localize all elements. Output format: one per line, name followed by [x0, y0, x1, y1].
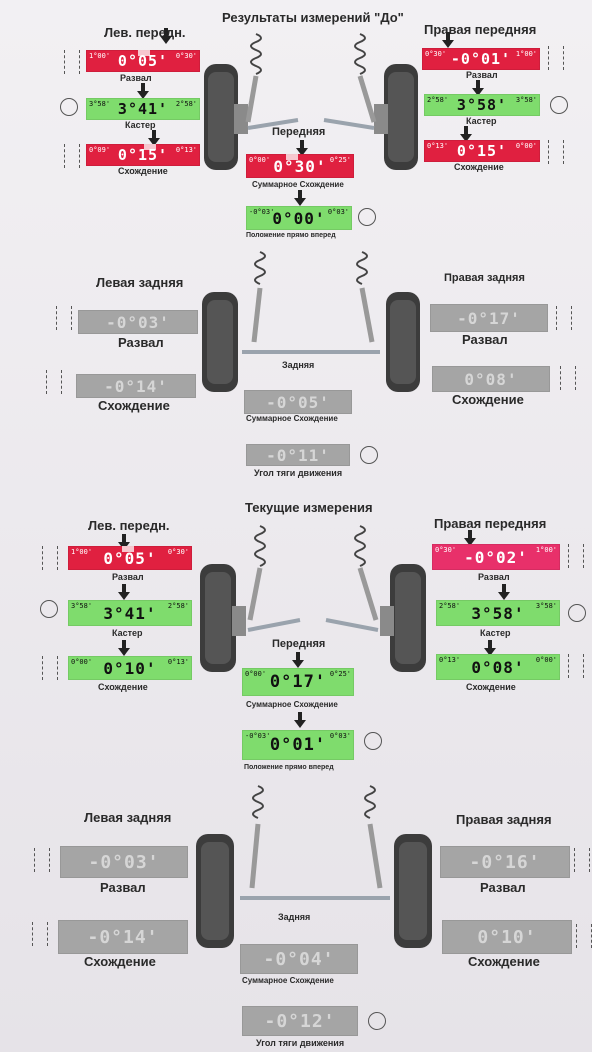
- rr-camber-box: -0°17': [430, 304, 548, 332]
- rr-toe-box: 0°10': [442, 920, 572, 954]
- toe-icon: [568, 654, 584, 678]
- thrust-angle-box: -0°11': [246, 444, 350, 466]
- section-current-title: Текущие измерения: [245, 500, 373, 515]
- thrust-angle-box: -0°12': [242, 1006, 358, 1036]
- front-left-title: Лев. передн.: [88, 518, 170, 533]
- straight-ahead-label: Положение прямо вперед: [244, 764, 334, 771]
- caster-icon: [60, 98, 78, 116]
- fr-toe-box: 0°13' 0°00' 0°15': [424, 140, 540, 162]
- thrust-icon: [360, 446, 378, 464]
- rl-camber-box: -0°03': [78, 310, 198, 334]
- fl-toe-label: Схождение: [118, 166, 168, 176]
- toe-icon: [42, 656, 58, 680]
- fl-camber-label: Развал: [112, 572, 144, 582]
- rear-suspension-illustration: [202, 251, 420, 392]
- toe-icon: [64, 144, 80, 168]
- front-axle-title: Передняя: [272, 126, 326, 138]
- camber-icon: [64, 50, 80, 74]
- rl-toe-label: Схождение: [84, 954, 156, 969]
- fr-caster-label: Кастер: [480, 628, 511, 638]
- rl-camber-box: -0°03': [60, 846, 188, 878]
- fl-toe-box: 0°00' 0°13' 0°10': [68, 656, 192, 680]
- fl-camber-label: Развал: [120, 73, 152, 83]
- fr-toe-label: Схождение: [454, 162, 504, 172]
- front-total-toe-label: Суммарное Схождение: [252, 180, 344, 189]
- rear-total-toe-label: Суммарное Схождение: [242, 976, 334, 985]
- front-right-title: Правая передняя: [424, 22, 537, 37]
- toe-icon: [548, 140, 564, 164]
- camber-icon: [574, 848, 590, 872]
- rr-camber-label: Развал: [480, 880, 526, 895]
- fr-camber-label: Развал: [466, 70, 498, 80]
- front-left-title: Лев. передн.: [104, 25, 186, 40]
- fl-caster-label: Кастер: [125, 120, 156, 130]
- camber-icon: [42, 546, 58, 570]
- steering-wheel-icon: [358, 208, 376, 226]
- fl-caster-label: Кастер: [112, 628, 143, 638]
- rear-axle-title: Задняя: [278, 912, 311, 922]
- rr-toe-label: Схождение: [468, 954, 540, 969]
- fr-camber-box: 0°30' 1°00' -0°01': [422, 48, 540, 70]
- fl-toe-box: 0°09' 0°13' 0°15': [86, 144, 200, 166]
- fr-camber-box: 0°30' 1°00' -0°02': [432, 544, 560, 570]
- toe-icon: [576, 924, 592, 948]
- toe-icon: [46, 370, 62, 394]
- camber-icon: [34, 848, 50, 872]
- straight-ahead-box: -0°03' 0°03' 0°00': [246, 206, 352, 230]
- fr-caster-box: 2°58' 3°58' 3°58': [424, 94, 540, 116]
- rear-total-toe-label: Суммарное Схождение: [246, 414, 338, 423]
- fl-caster-box: 3°58' 2°58' 3°41': [86, 98, 200, 120]
- fl-toe-label: Схождение: [98, 682, 148, 692]
- rr-toe-box: 0°08': [432, 366, 550, 392]
- rl-toe-box: -0°14': [76, 374, 196, 398]
- rear-right-title: Правая задняя: [444, 272, 525, 284]
- fr-caster-label: Кастер: [466, 116, 497, 126]
- fl-camber-box: 1°00' 0°30' 0°05': [68, 546, 192, 570]
- rear-axle-title: Задняя: [282, 360, 315, 370]
- camber-icon: [568, 544, 584, 568]
- rl-toe-label: Схождение: [98, 398, 170, 413]
- straight-ahead-label: Положение прямо вперед: [246, 232, 336, 239]
- camber-icon: [548, 46, 564, 70]
- rear-total-toe-box: -0°05': [244, 390, 352, 414]
- toe-icon: [560, 366, 576, 390]
- front-axle-title: Передняя: [272, 638, 326, 650]
- rear-right-title: Правая задняя: [456, 812, 552, 827]
- rr-camber-box: -0°16': [440, 846, 570, 878]
- fr-toe-label: Схождение: [466, 682, 516, 692]
- fl-camber-box: 1°00' 0°30' 0°05': [86, 50, 200, 72]
- front-right-title: Правая передняя: [434, 516, 547, 531]
- thrust-angle-label: Угол тяги движения: [254, 468, 343, 478]
- caster-icon: [550, 96, 568, 114]
- caster-icon: [40, 600, 58, 618]
- camber-icon: [556, 306, 572, 330]
- section-before-title: Результаты измерений "До": [222, 10, 404, 25]
- rr-camber-label: Развал: [462, 332, 508, 347]
- rear-left-title: Левая задняя: [84, 810, 172, 825]
- rl-camber-label: Развал: [118, 335, 164, 350]
- front-suspension-illustration: [204, 33, 418, 170]
- thrust-angle-label: Угол тяги движения: [256, 1038, 345, 1048]
- front-total-toe-box: 0°00' 0°25' 0°30': [246, 154, 354, 178]
- caster-icon: [568, 604, 586, 622]
- fl-caster-box: 3°58' 2°58' 3°41': [68, 600, 192, 626]
- rear-total-toe-box: -0°04': [240, 944, 358, 974]
- front-suspension-illustration: [200, 525, 426, 672]
- rear-left-title: Левая задняя: [96, 275, 184, 290]
- front-total-toe-box: 0°00' 0°25' 0°17': [242, 668, 354, 696]
- toe-icon: [32, 922, 48, 946]
- camber-icon: [56, 306, 72, 330]
- rear-suspension-illustration: [196, 785, 432, 948]
- steering-wheel-icon: [364, 732, 382, 750]
- straight-ahead-box: -0°03' 0°03' 0°01': [242, 730, 354, 760]
- fr-camber-label: Развал: [478, 572, 510, 582]
- fr-toe-box: 0°13' 0°00' 0°08': [436, 654, 560, 680]
- rl-camber-label: Развал: [100, 880, 146, 895]
- rl-toe-box: -0°14': [58, 920, 188, 954]
- thrust-icon: [368, 1012, 386, 1030]
- fr-caster-box: 2°58' 3°58' 3°58': [436, 600, 560, 626]
- front-total-toe-label: Суммарное Схождение: [246, 700, 338, 709]
- rr-toe-label: Схождение: [452, 392, 524, 407]
